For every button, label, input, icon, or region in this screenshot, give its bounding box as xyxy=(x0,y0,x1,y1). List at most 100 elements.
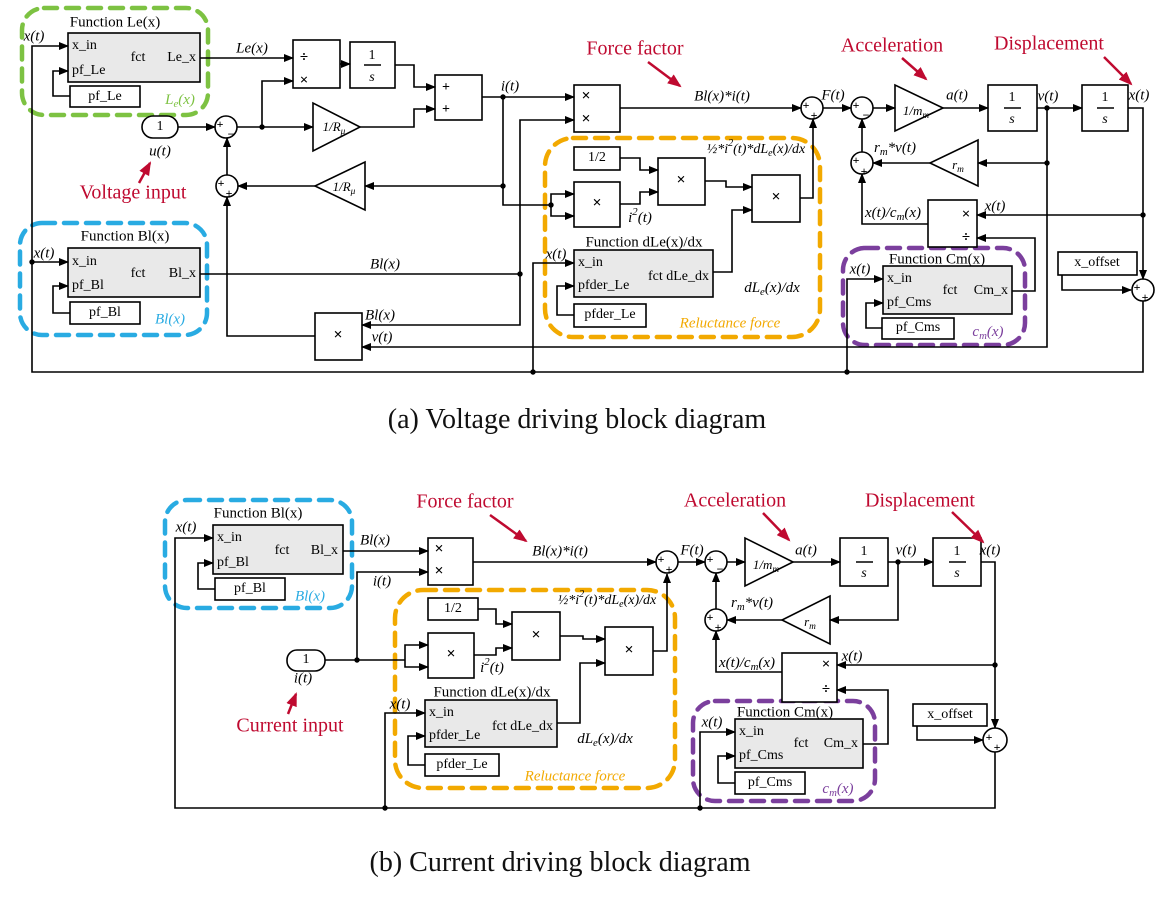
diagram-label: x_in xyxy=(217,530,242,545)
wire xyxy=(407,732,426,766)
diagram-label: s xyxy=(369,70,375,85)
wire xyxy=(474,644,513,656)
diagram-label: × xyxy=(624,642,633,659)
diagram-label: s xyxy=(861,566,867,581)
diagram-label: Le(x) xyxy=(164,92,195,110)
diagram-label: × xyxy=(962,206,971,222)
diagram-label: x_in xyxy=(887,271,912,286)
diagram-label: Le(x) xyxy=(235,40,268,56)
diagram-label: × xyxy=(446,646,455,663)
product-3 xyxy=(751,174,801,223)
diagram-label: rm xyxy=(952,157,964,175)
diagram-label: 1/Rμ xyxy=(333,179,356,197)
diagram-label: x(t) xyxy=(841,648,863,664)
wire xyxy=(261,77,294,127)
product-2 xyxy=(511,611,561,661)
diagram-label: x_offset xyxy=(1074,255,1120,270)
wire xyxy=(556,282,575,316)
diagram-label: pf_Bl xyxy=(234,581,266,596)
diagram-label: i2(t) xyxy=(480,656,504,676)
diagram-label: Function dLe(x)/dx xyxy=(433,684,551,700)
wire xyxy=(705,180,753,191)
diagram-label: u(t) xyxy=(149,143,171,159)
bl-function-group-box xyxy=(162,497,355,611)
force-product-block xyxy=(573,84,621,133)
diagram-label: + xyxy=(707,552,714,566)
dle-fct-block xyxy=(424,699,558,748)
le-fct-block xyxy=(67,32,201,83)
diagram-label: x_offset xyxy=(927,707,973,722)
diagram-label: x(t) xyxy=(23,28,45,44)
diagram-label: + xyxy=(707,610,714,624)
diagram-label: × xyxy=(300,72,309,88)
diagram-label: i(t) xyxy=(294,670,312,686)
diagram-label: pf_Le xyxy=(72,63,105,78)
diagram-label: x(t)/cm(x) xyxy=(718,655,775,673)
diagram-label: + xyxy=(853,153,860,167)
bl-function-group-box xyxy=(17,220,210,338)
diagram-label: 1 xyxy=(861,544,868,559)
diagram-label: Bl(x) xyxy=(365,307,395,323)
diagram-label: + xyxy=(986,730,993,744)
annotation-label: Acceleration xyxy=(841,35,943,57)
i-squared-product xyxy=(573,181,621,228)
diagram-label: rm*v(t) xyxy=(874,140,916,158)
diagram-label: + xyxy=(994,740,1001,754)
diagram-label: x_in xyxy=(578,255,603,270)
voltage-input-arrow xyxy=(137,161,152,184)
wire xyxy=(846,275,884,372)
diagram-label: fct dLe_dx xyxy=(648,269,709,284)
diagram-label: F(t) xyxy=(820,87,844,103)
diagram-label: Reluctance force xyxy=(524,768,626,784)
diagram-label: x(t) xyxy=(984,198,1006,214)
diagram-label: + xyxy=(803,98,810,112)
diagram-label: s xyxy=(1102,112,1108,127)
diagram-label: Function Cm(x) xyxy=(889,251,985,267)
diagram-label: Function dLe(x)/dx xyxy=(585,234,703,250)
wire xyxy=(620,157,659,174)
diagram-label: Bl(x) xyxy=(360,532,390,548)
diagram-label: v(t) xyxy=(896,542,917,558)
wire xyxy=(713,206,753,273)
diagram-label: Bl(x) xyxy=(295,588,325,604)
diagram-label: a(t) xyxy=(946,87,968,103)
diagram-label: 1/mm xyxy=(903,103,930,121)
diagram-label: × xyxy=(822,656,831,672)
diagram-label: + xyxy=(442,80,450,95)
wire xyxy=(519,116,575,274)
wire xyxy=(31,42,1144,373)
diagram-label: i2(t) xyxy=(628,206,652,226)
dle-fct-block xyxy=(573,249,714,298)
diagram-label: x(t) xyxy=(389,696,411,712)
diagram-label: fct dLe_dx xyxy=(492,719,553,734)
multiply-divide-block xyxy=(781,652,838,703)
diagram-label: pfder_Le xyxy=(584,307,635,322)
diagram-label: + xyxy=(217,117,224,131)
diagram-label: pfder_Le xyxy=(429,728,480,743)
diagram-label: 1 xyxy=(369,48,376,63)
diagram-label: 1 xyxy=(954,544,961,559)
diagram-label: i(t) xyxy=(373,573,391,589)
cm-function-group-box xyxy=(840,245,1028,348)
diagram-label: + xyxy=(666,562,673,576)
diagram-label: v(t) xyxy=(1038,88,1059,104)
wire xyxy=(653,573,671,652)
wire xyxy=(223,196,315,337)
wire xyxy=(478,608,513,628)
caption-voltage-diagram: (a) Voltage driving block diagram xyxy=(387,404,767,435)
diagram-label: 1 xyxy=(303,652,310,667)
wire xyxy=(1128,107,1147,280)
diagram-label: × xyxy=(333,327,342,344)
diagram-label: x_in xyxy=(739,724,764,739)
wire xyxy=(620,188,659,205)
diagram-label: fct xyxy=(943,283,958,298)
wire xyxy=(1061,275,1132,294)
diagram-label: pfder_Le xyxy=(436,757,487,772)
acceleration-arrow xyxy=(762,512,791,542)
diagram-label: s xyxy=(954,566,960,581)
diagram-label: F(t) xyxy=(679,542,703,558)
annotation-label: Force factor xyxy=(416,491,514,513)
x-offset-block xyxy=(912,703,988,727)
wire xyxy=(384,709,426,808)
